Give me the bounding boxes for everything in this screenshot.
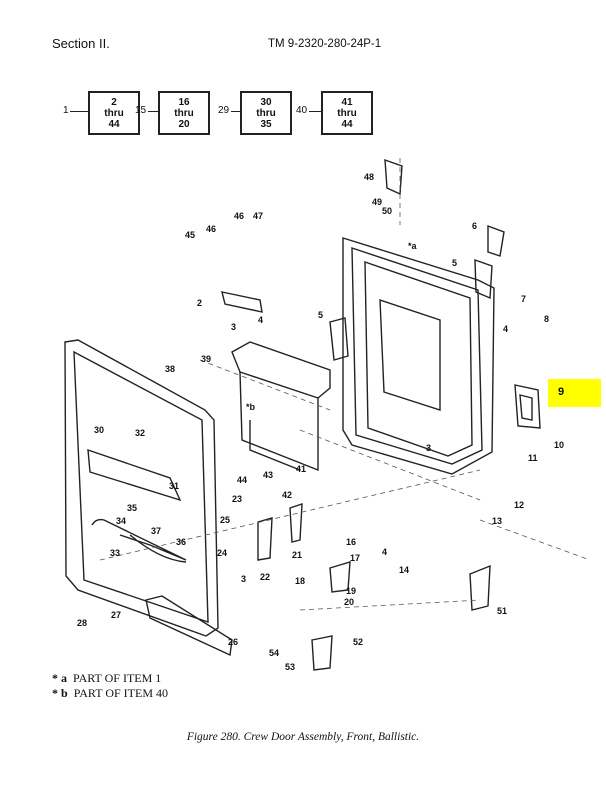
highlight-marker <box>548 379 601 407</box>
callout-42: 21 <box>292 550 302 560</box>
callout-53: 26 <box>228 637 238 647</box>
callout-20: 4 <box>258 315 263 325</box>
callout-25: 41 <box>296 464 306 474</box>
callout-12: 13 <box>492 516 502 526</box>
callout-22: 38 <box>165 364 175 374</box>
callout-17: 46 <box>206 224 216 234</box>
callout-52: 28 <box>77 618 87 628</box>
callout-46: 19 <box>346 586 356 596</box>
index-ref-29: 29 <box>218 105 230 116</box>
callout-21: 5 <box>318 310 323 320</box>
callout-23: 39 <box>201 354 211 364</box>
callout-37: 23 <box>232 494 242 504</box>
callout-5: 7 <box>521 294 526 304</box>
callout-1: 49 <box>372 197 382 207</box>
callout-7: 8 <box>544 314 549 324</box>
callout-0: 48 <box>364 172 374 182</box>
callout-27: 32 <box>135 428 145 438</box>
callout-31: 37 <box>151 526 161 536</box>
callout-32: 36 <box>176 537 186 547</box>
callout-19: 3 <box>231 322 236 332</box>
callout-34: 44 <box>237 475 247 485</box>
callout-41: 22 <box>260 572 270 582</box>
callout-15: 47 <box>253 211 263 221</box>
callout-29: 34 <box>116 516 126 526</box>
callout-18: 2 <box>197 298 202 308</box>
callout-14: 46 <box>234 211 244 221</box>
part-outlines <box>64 158 541 671</box>
callout-39: 24 <box>217 548 227 558</box>
callout-2: 50 <box>382 206 392 216</box>
callout-51: 27 <box>111 610 121 620</box>
index-ref-15: 15 <box>135 105 147 116</box>
callout-43: 16 <box>346 537 356 547</box>
callout-10: 11 <box>528 453 538 463</box>
note-a: * a PART OF ITEM 1 <box>52 671 162 685</box>
callout-6: 4 <box>503 324 508 334</box>
callout-3: 6 <box>472 221 477 231</box>
callout-45: 18 <box>295 576 305 586</box>
callout-13: *a <box>408 241 418 251</box>
callout-24: *b <box>246 402 256 412</box>
highlight-label: 9 <box>558 386 565 398</box>
callout-57: 3 <box>426 443 431 453</box>
section-label: Section II. <box>52 36 110 51</box>
callout-4: 5 <box>452 258 457 268</box>
leader-lines <box>99 158 591 611</box>
callout-44: 17 <box>350 553 360 563</box>
callout-56: 53 <box>285 662 295 672</box>
callout-47: 20 <box>344 597 354 607</box>
callout-30: 35 <box>127 503 137 513</box>
callout-38: 25 <box>220 515 230 525</box>
callout-50: 51 <box>497 606 507 616</box>
index-ref-1: 1 <box>63 105 69 116</box>
callout-40: 3 <box>241 574 246 584</box>
callout-11: 12 <box>514 500 524 510</box>
callout-9: 10 <box>554 440 564 450</box>
note-b: * b PART OF ITEM 40 <box>52 686 168 700</box>
tm-number: TM 9-2320-280-24P-1 <box>268 38 382 50</box>
callout-16: 45 <box>185 230 195 240</box>
callout-49: 14 <box>399 565 409 575</box>
callout-33: 33 <box>110 548 120 558</box>
index-ref-40: 40 <box>296 105 308 116</box>
callout-35: 43 <box>263 470 273 480</box>
figure-caption: Figure 280. Crew Door Assembly, Front, B… <box>186 731 420 743</box>
callout-55: 54 <box>269 648 279 658</box>
callout-54: 52 <box>353 637 363 647</box>
callout-48: 4 <box>382 547 387 557</box>
callout-28: 31 <box>169 481 179 491</box>
callout-26: 30 <box>94 425 104 435</box>
callout-36: 42 <box>282 490 292 500</box>
